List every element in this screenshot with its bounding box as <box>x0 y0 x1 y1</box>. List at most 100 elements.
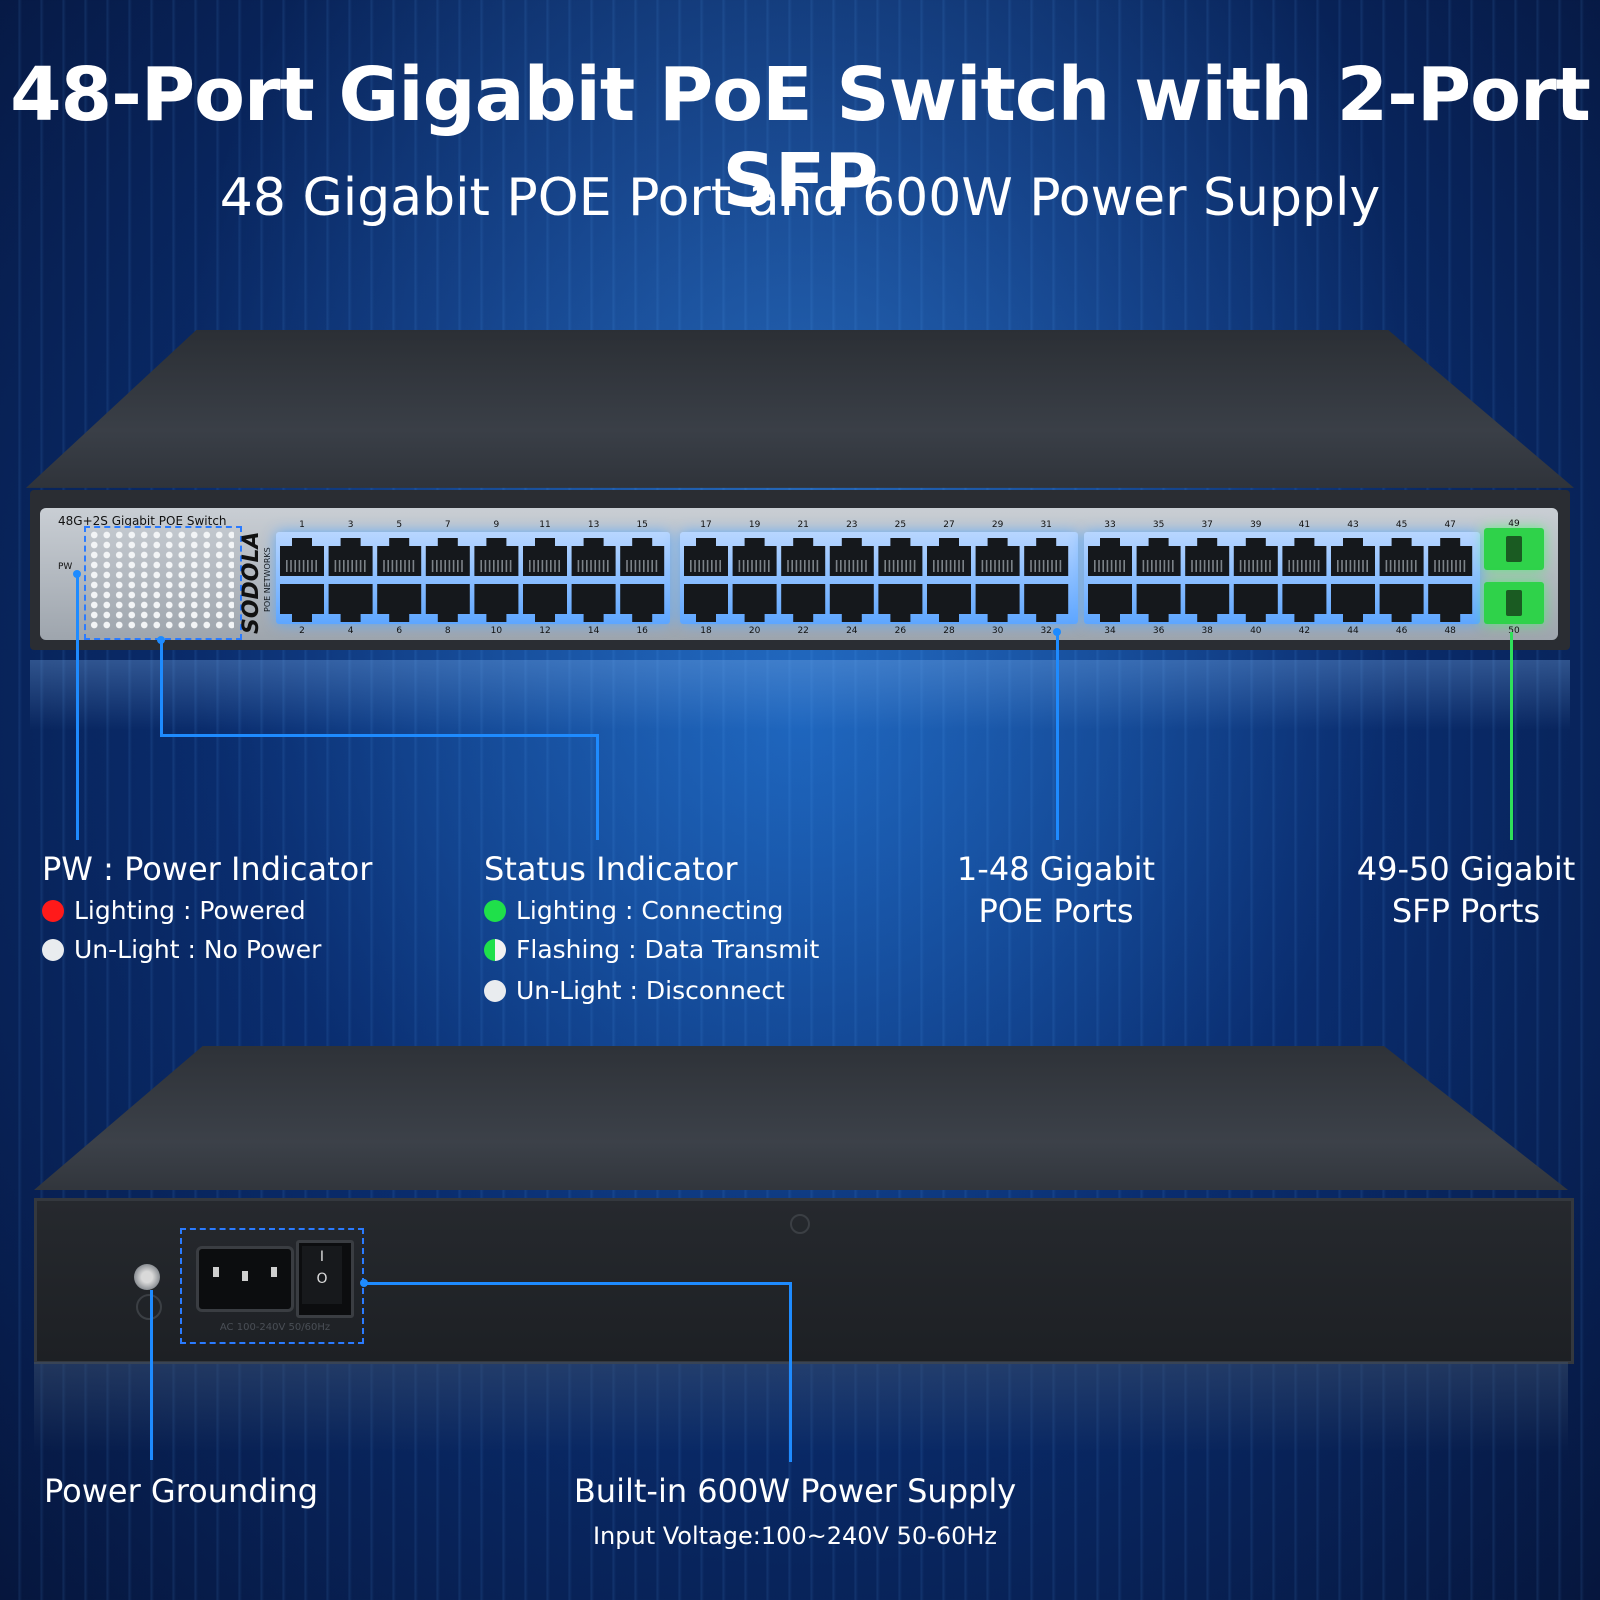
port-contact <box>937 560 939 572</box>
port-contact <box>1055 560 1057 572</box>
port-contact <box>493 560 495 572</box>
rj45-port-42[interactable] <box>1282 584 1327 622</box>
port-contact <box>1038 560 1041 572</box>
port-contact <box>577 560 580 572</box>
rj45-port-26[interactable] <box>878 584 923 622</box>
rj45-port-8[interactable] <box>425 584 470 622</box>
rj45-port-30[interactable] <box>975 584 1020 622</box>
port-contact <box>949 560 952 572</box>
port-contact <box>607 560 609 572</box>
port-contact <box>1406 560 1409 572</box>
rj45-port-14[interactable] <box>571 584 616 622</box>
rj45-port-38[interactable] <box>1185 584 1230 622</box>
port-contact <box>884 560 886 572</box>
port-contact <box>694 560 696 572</box>
status-indicator-heading: Status Indicator <box>484 850 738 888</box>
port-contact <box>1094 560 1096 572</box>
red-led-icon <box>42 899 64 922</box>
port-contact <box>804 560 806 572</box>
rj45-port-22[interactable] <box>781 584 826 622</box>
rj45-port-6[interactable] <box>377 584 422 622</box>
pw-item-no-power-text: Un-Light : No Power <box>74 935 322 964</box>
port-contact <box>812 560 814 572</box>
port-contact <box>1301 560 1303 572</box>
port-contact <box>856 560 859 572</box>
rj45-port-10[interactable] <box>474 584 519 622</box>
sfp-port-49[interactable] <box>1484 528 1544 570</box>
rj45-port-2[interactable] <box>280 584 324 622</box>
port-contact <box>861 560 863 572</box>
sfp-number-50: 50 <box>1508 626 1520 636</box>
port-contact <box>1011 560 1013 572</box>
rj45-port-4[interactable] <box>328 584 373 622</box>
port-contact <box>302 560 305 572</box>
port-contact <box>848 560 850 572</box>
status-leader-line-h <box>160 734 598 737</box>
port-contact <box>558 560 560 572</box>
port-contact <box>550 560 552 572</box>
port-contact <box>383 560 385 572</box>
port-contact <box>1313 560 1316 572</box>
port-contact <box>1252 560 1254 572</box>
port-contact <box>981 560 984 572</box>
port-contact <box>638 560 641 572</box>
sfp-ports-line2: SFP Ports <box>1391 892 1541 930</box>
rj45-port-28[interactable] <box>927 584 971 622</box>
port-contact <box>1398 560 1400 572</box>
port-contact <box>484 560 487 572</box>
port-contact <box>913 560 916 572</box>
rj45-port-48[interactable] <box>1428 584 1473 622</box>
port-contact <box>759 560 762 572</box>
screw-icon <box>790 1214 810 1234</box>
sfp-port-50[interactable] <box>1484 582 1544 624</box>
port-contact <box>1172 560 1174 572</box>
pw-leader-dot <box>73 570 81 578</box>
rj45-port-16[interactable] <box>620 584 665 622</box>
port-contact <box>1167 560 1170 572</box>
power-supply-callout: Built-in 600W Power Supply Input Voltage… <box>560 1472 1030 1550</box>
port-contact <box>343 560 345 572</box>
port-contact <box>1216 560 1218 572</box>
ac-power-inlet[interactable] <box>196 1246 294 1312</box>
port-contact <box>755 560 757 572</box>
port-contact <box>1110 560 1113 572</box>
rocker-off-mark: O <box>316 1271 328 1287</box>
rj45-port-18[interactable] <box>684 584 728 622</box>
port-contact <box>795 560 798 572</box>
port-contact <box>747 560 749 572</box>
port-contact <box>630 560 632 572</box>
port-contact <box>1051 560 1053 572</box>
port-contact <box>1385 560 1388 572</box>
power-supply-sub: Input Voltage:100~240V 50-60Hz <box>592 1522 998 1550</box>
page-subtitle: 48 Gigabit POE Port and 600W Power Suppl… <box>219 168 1381 228</box>
port-contact <box>1220 560 1223 572</box>
rj45-port-46[interactable] <box>1379 584 1424 622</box>
rj45-port-12[interactable] <box>523 584 567 622</box>
rj45-port-40[interactable] <box>1233 584 1278 622</box>
port-contact <box>941 560 943 572</box>
port-contact <box>400 560 402 572</box>
port-contact <box>457 560 459 572</box>
psu-leader-dot <box>360 1279 368 1287</box>
grounding-leader-line <box>150 1290 153 1460</box>
port-contact <box>581 560 584 572</box>
rj45-port-36[interactable] <box>1136 584 1181 622</box>
rj45-port-34[interactable] <box>1088 584 1132 622</box>
power-rocker-icon[interactable]: I O <box>302 1246 342 1304</box>
port-contact <box>1434 560 1436 572</box>
port-contact <box>990 560 992 572</box>
port-contact <box>1309 560 1311 572</box>
port-contact <box>787 560 789 572</box>
pw-indicator-heading: PW : Power Indicator <box>42 850 373 888</box>
port-contact <box>690 560 692 572</box>
rj45-port-32[interactable] <box>1024 584 1069 622</box>
sfp-number-49: 49 <box>1508 519 1520 529</box>
port-contact <box>768 560 770 572</box>
rj45-port-20[interactable] <box>732 584 777 622</box>
port-contact <box>480 560 482 572</box>
port-contact <box>1047 560 1049 572</box>
grounding-callout: Power Grounding <box>44 1472 319 1510</box>
rj45-port-24[interactable] <box>829 584 874 622</box>
rj45-port-44[interactable] <box>1331 584 1375 622</box>
pw-item-powered-text: Lighting : Powered <box>74 896 306 925</box>
